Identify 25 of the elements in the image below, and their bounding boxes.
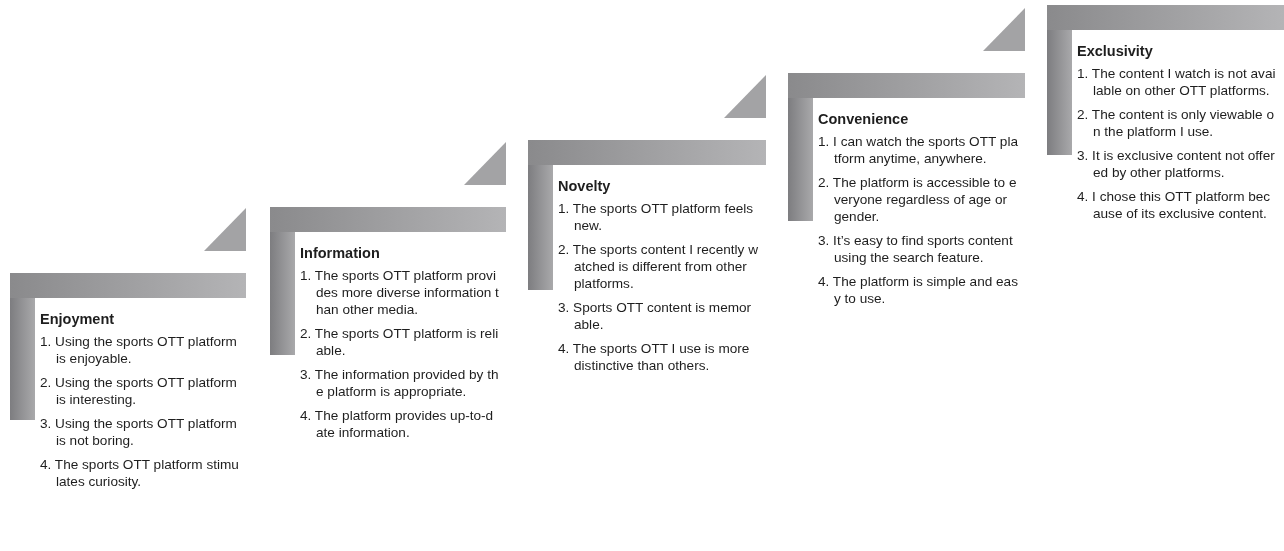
step-heading: Exclusivity (1077, 43, 1154, 59)
list-item: 1. The sports OTT platform provides more diverse information than other media. (300, 267, 500, 318)
list-item: 1. Using the sports OTT platform is enjoyable. (40, 333, 238, 367)
list-item: 4. The platform provides up-to-date information. (300, 407, 495, 441)
list-item: 2. Using the sports OTT platform is interesting. (40, 374, 238, 408)
list-item: 4. I chose this OTT platform because of its exclusive content. (1077, 188, 1272, 222)
list-item: 3. Using the sports OTT platform is not boring. (40, 415, 238, 449)
list-item: 4. The sports OTT I use is more distinctive than others. (558, 340, 751, 374)
list-item: 3. It’s easy to find sports content using the search feature. (818, 232, 1014, 266)
list-item: 3. It is exclusive content not offered by other platforms. (1077, 147, 1276, 181)
list-item: 2. The sports content I recently watched is different from other platforms. (558, 241, 758, 292)
list-item: 2. The content is only viewable on the platform I use. (1077, 106, 1275, 140)
list-item: 3. The information provided by the platform is appropriate. (300, 366, 500, 400)
list-item: 4. The sports OTT platform stimulates curiosity. (40, 456, 240, 490)
list-item: 2. The platform is accessible to everyone regardless of age or gender. (818, 174, 1018, 225)
list-item: 2. The sports OTT platform is reliable. (300, 325, 500, 359)
list-item: 3. Sports OTT content is memorable. (558, 299, 753, 333)
list-item: 4. The platform is simple and easy to use. (818, 273, 1018, 307)
list-item: 1. The content I watch is not available on other OTT platforms. (1077, 65, 1277, 99)
step-heading: Enjoyment (40, 311, 116, 327)
step-heading: Convenience (818, 111, 910, 127)
step-heading: Novelty (558, 178, 612, 194)
list-item: 1. I can watch the sports OTT platform anytime, anywhere. (818, 133, 1018, 167)
list-item: 1. The sports OTT platform feels new. (558, 200, 755, 234)
step-heading: Information (300, 245, 381, 261)
